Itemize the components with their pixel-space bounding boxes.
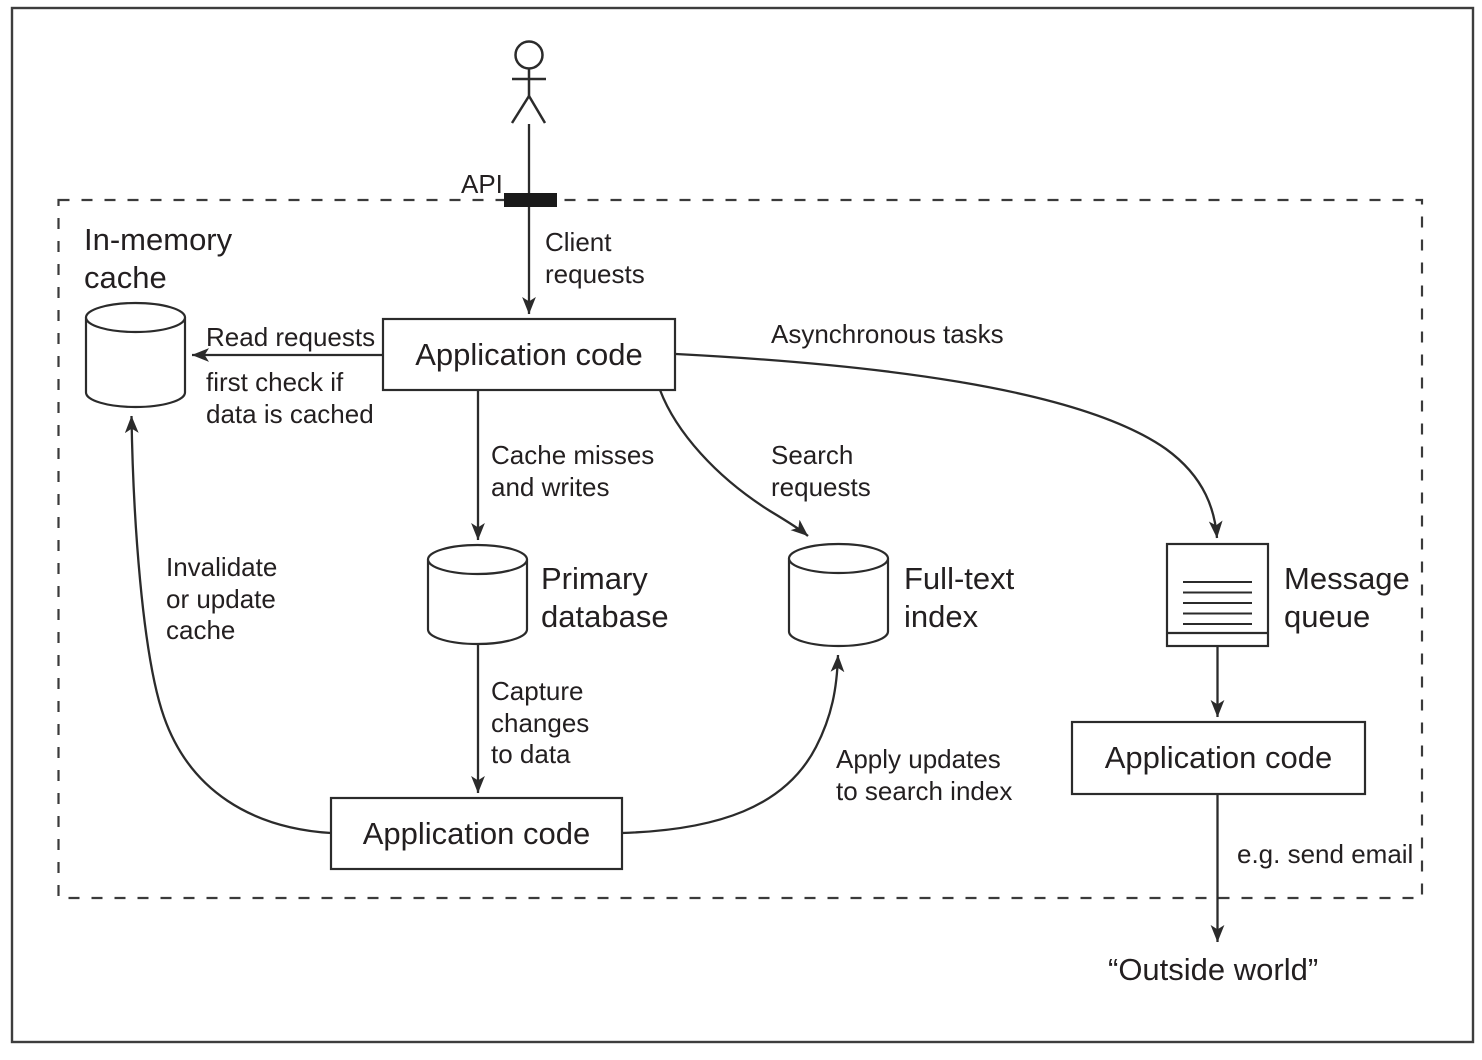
cache-misses-label: Cache misses and writes <box>491 440 655 502</box>
search-requests-label: Search requests <box>771 440 871 502</box>
api-bar <box>504 193 557 207</box>
in-memory-cache-label: In-memory cache <box>84 222 233 295</box>
app-code-bottom-box <box>329 796 624 871</box>
apply-updates-label: Apply updates to search index <box>836 744 1013 806</box>
read-requests-label: Read requests <box>206 322 376 352</box>
asynchronous-tasks-arrow <box>675 352 1223 539</box>
client-requests-label: Client requests <box>545 227 645 289</box>
read-requests-note-label: first check if data is cached <box>206 367 374 429</box>
message-queue-icon <box>1165 542 1270 648</box>
invalidate-cache-arrow <box>124 415 332 835</box>
api-label: API <box>461 169 503 199</box>
message-queue-label: Message queue <box>1284 561 1410 634</box>
figure-frame <box>10 6 1475 1044</box>
asynchronous-tasks-label: Asynchronous tasks <box>771 319 1004 349</box>
primary-database-cylinder-icon <box>426 543 529 646</box>
search-requests-arrow <box>658 389 809 537</box>
user-stick-figure-icon <box>510 40 547 124</box>
full-text-index-label: Full-text index <box>904 561 1015 634</box>
app-code-right-box <box>1070 720 1367 796</box>
full-text-index-cylinder-icon <box>787 542 890 648</box>
app-code-bottom-label: Application code <box>362 815 591 851</box>
app-code-top-box <box>381 317 677 392</box>
send-email-label: e.g. send email <box>1237 839 1414 869</box>
app-code-right-label: Application code <box>1104 740 1333 775</box>
system-boundary-dashed-box <box>57 198 1424 900</box>
invalidate-cache-label: Invalidate or update cache <box>166 552 278 646</box>
primary-database-label: Primary database <box>541 561 669 634</box>
in-memory-cache-cylinder-icon <box>84 301 187 409</box>
apply-updates-arrow <box>621 654 845 835</box>
app-code-top-label: Application code <box>415 336 643 372</box>
outside-world-label: “Outside world” <box>1108 952 1319 987</box>
capture-changes-label: Capture changes to data <box>491 676 590 770</box>
